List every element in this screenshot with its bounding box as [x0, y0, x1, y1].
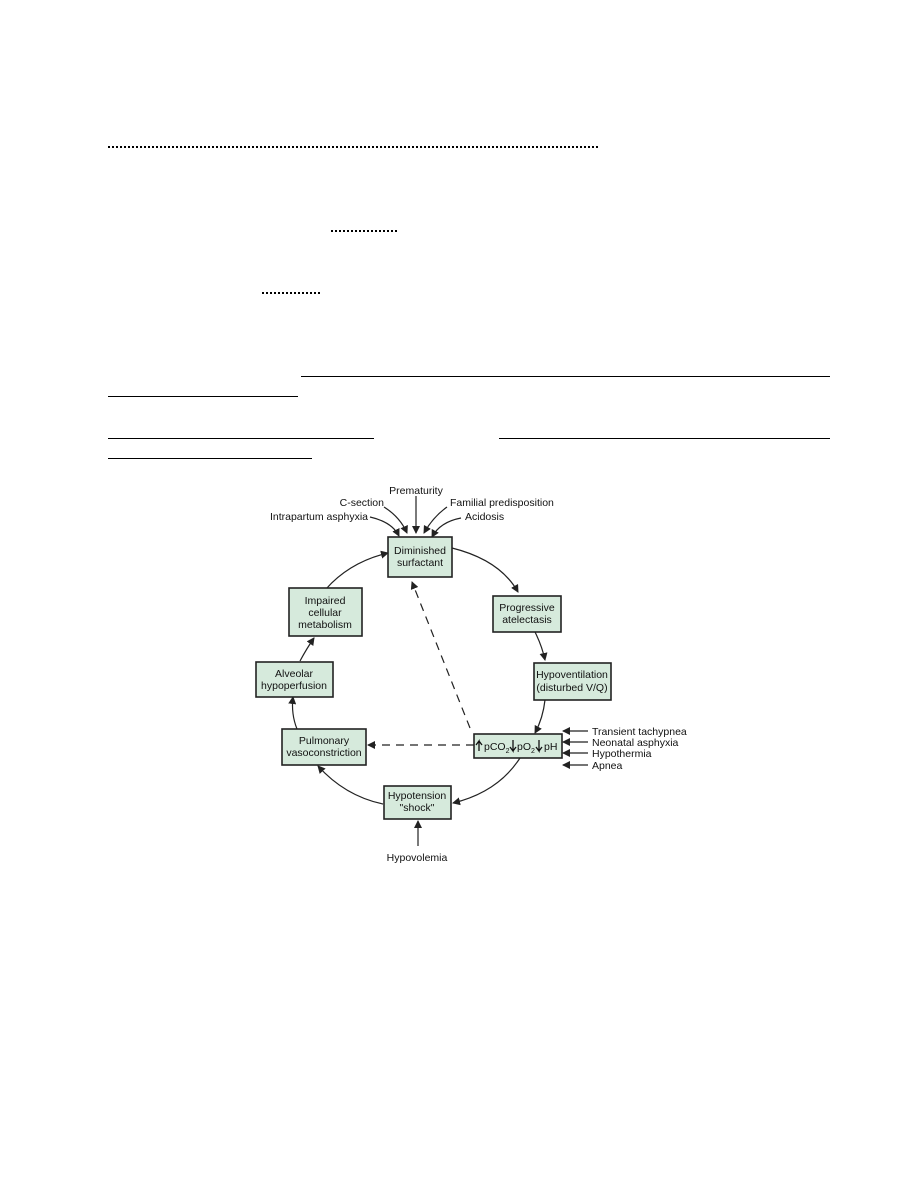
- box-hypoventilation-line1: Hypoventilation: [536, 669, 608, 681]
- box-diminished-surfactant: Diminished surfactant: [387, 536, 453, 578]
- box-metabolism-line3: metabolism: [298, 619, 352, 631]
- underline-5: [108, 458, 312, 459]
- underline-1: [301, 376, 830, 377]
- arrow-down-icon: [509, 740, 517, 753]
- label-hypothermia: Hypothermia: [592, 748, 652, 760]
- box-pulmonary-vasoconstriction: Pulmonary vasoconstriction: [281, 728, 367, 766]
- box-vasoconstriction-line2: vasoconstriction: [286, 747, 361, 759]
- box-blood-gases: pCO2 pO2 pH: [473, 733, 563, 759]
- label-neonatal-asphyxia: Neonatal asphyxia: [592, 737, 679, 749]
- dotted-rule-1: [108, 146, 598, 148]
- box-hypotension-line1: Hypotension: [388, 790, 447, 802]
- dotted-rule-2: [331, 230, 397, 232]
- arrow-surfactant-to-atelectasis: [451, 547, 519, 593]
- arrow-acidosis: [431, 517, 462, 538]
- box-hypoperfusion-line1: Alveolar: [275, 668, 313, 680]
- box-hypoventilation: Hypoventilation (disturbed V/Q): [533, 662, 612, 701]
- box-progressive-atelectasis: Progressive atelectasis: [492, 595, 562, 633]
- arrow-up-icon: [475, 739, 483, 751]
- box-vasoconstriction-line1: Pulmonary: [299, 735, 350, 747]
- arrow-hypoperfusion-to-metabolism: [299, 637, 315, 662]
- arrow-intrapartum: [369, 516, 400, 537]
- arrow-metabolism-to-surfactant: [325, 550, 389, 590]
- arrow-vasoconstriction-to-hypoperfusion: [288, 696, 298, 730]
- arrow-gases-to-hypotension: [452, 757, 521, 806]
- box-atelectasis-line2: atelectasis: [502, 614, 552, 626]
- label-apnea: Apnea: [592, 760, 623, 772]
- box-hypoperfusion-line2: hypoperfusion: [261, 680, 327, 692]
- arrow-hypoventilation-to-gases: [534, 699, 546, 734]
- box-diminished-line1: Diminished: [394, 545, 446, 557]
- box-alveolar-hypoperfusion: Alveolar hypoperfusion: [255, 661, 334, 698]
- dashed-arrow-gases-to-surfactant: [410, 581, 471, 729]
- label-intrapartum-asphyxia: Intrapartum asphyxia: [270, 511, 368, 523]
- ph-label: pH: [544, 741, 557, 753]
- label-hypovolemia: Hypovolemia: [387, 852, 448, 864]
- label-csection: C-section: [340, 497, 385, 509]
- underline-4: [499, 438, 830, 439]
- dotted-rule-3: [262, 292, 320, 294]
- box-hypoventilation-line2: (disturbed V/Q): [536, 682, 607, 694]
- box-hypotension-shock: Hypotension "shock": [383, 785, 452, 820]
- underline-3: [108, 438, 374, 439]
- arrow-familial: [423, 506, 448, 534]
- box-hypotension-line2: "shock": [400, 802, 435, 814]
- label-acidosis: Acidosis: [465, 511, 504, 523]
- pco2-label: pCO2: [484, 741, 510, 755]
- box-atelectasis-line1: Progressive: [499, 602, 555, 614]
- po2-label: pO2: [517, 741, 535, 755]
- underline-2: [108, 396, 298, 397]
- box-metabolism-line1: Impaired: [305, 595, 346, 607]
- arrow-atelectasis-to-hypoventilation: [534, 631, 548, 661]
- arrow-hypotension-to-vasoconstriction: [317, 765, 384, 805]
- label-transient-tachypnea: Transient tachypnea: [592, 726, 687, 738]
- box-impaired-metabolism: Impaired cellular metabolism: [288, 587, 363, 637]
- label-familial-predisposition: Familial predisposition: [450, 497, 554, 509]
- arrow-csection: [383, 506, 408, 534]
- arrow-down-icon: [535, 740, 543, 753]
- box-metabolism-line2: cellular: [308, 607, 342, 619]
- box-diminished-line2: surfactant: [397, 557, 443, 569]
- label-prematurity: Prematurity: [389, 485, 443, 497]
